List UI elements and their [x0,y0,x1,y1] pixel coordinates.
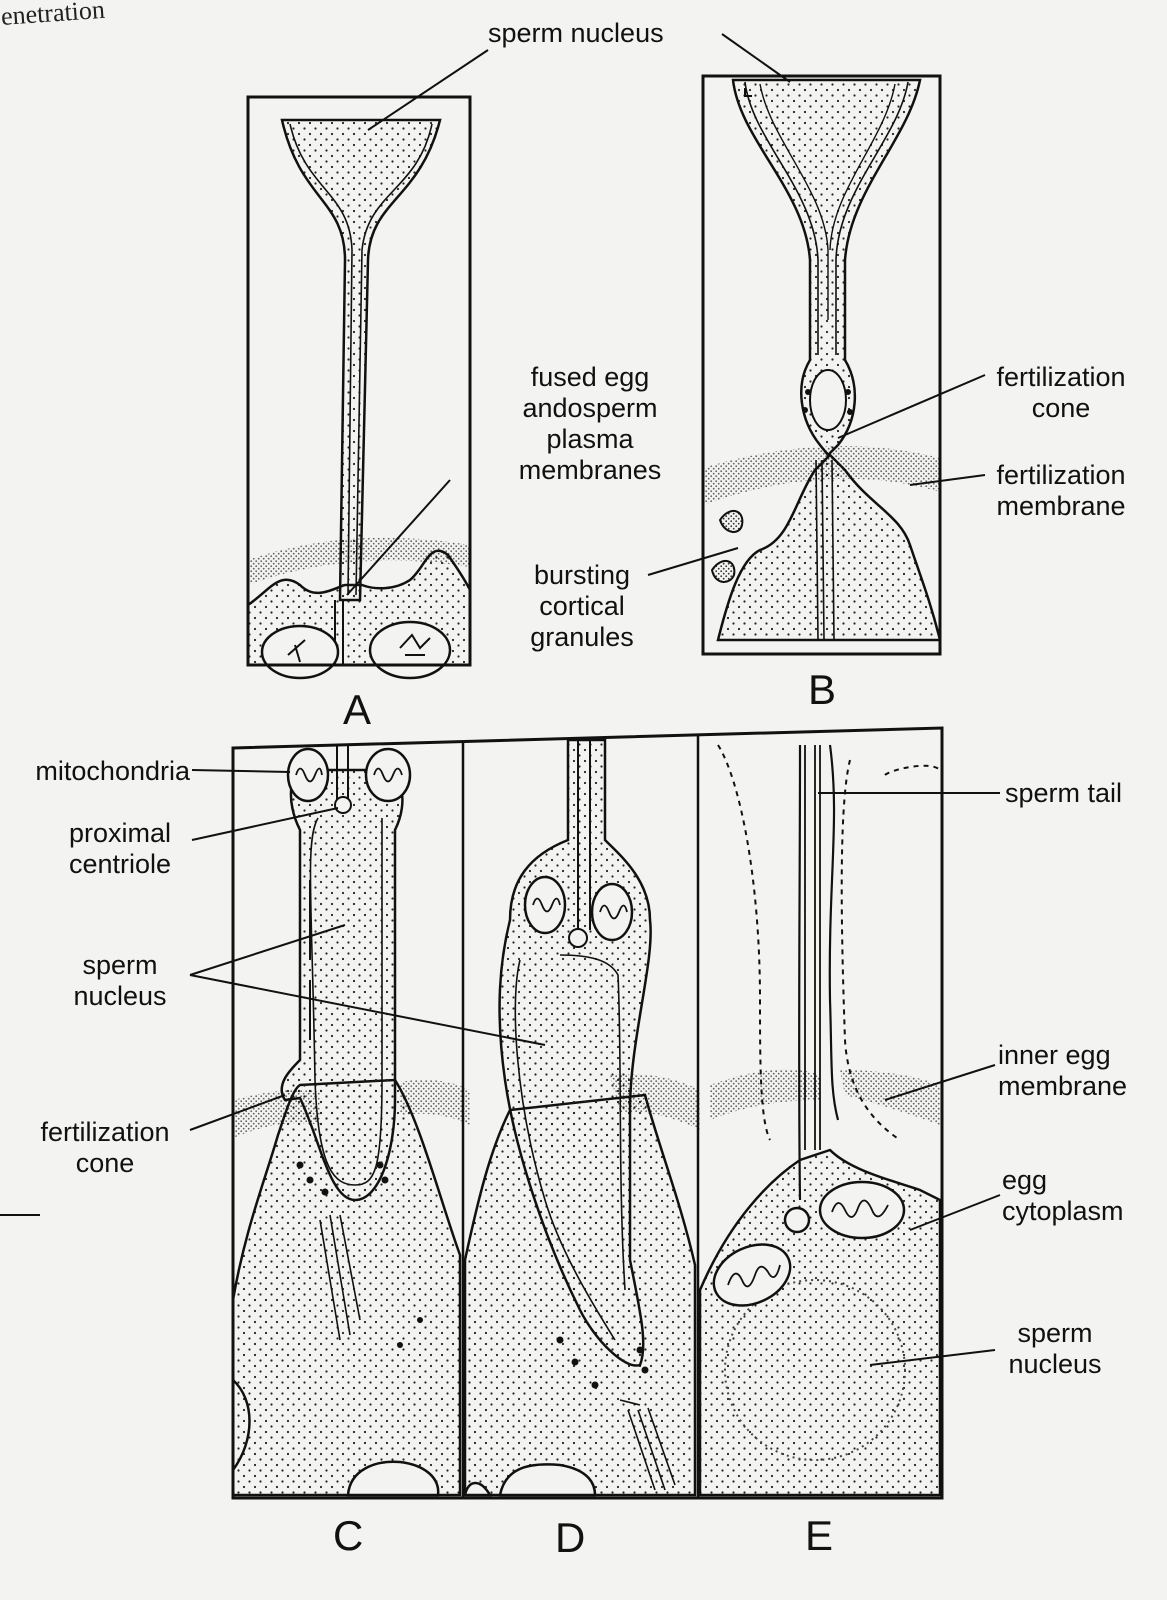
mitochondrion-d2 [592,884,632,940]
panel-letter-a: A [343,688,371,732]
cortical-granule-1 [720,511,742,532]
proximal-centriole-d [569,929,587,947]
label-sperm-nucleus-e: sperm nucleus [995,1318,1115,1380]
label-sperm-nucleus-c: sperm nucleus [55,950,185,1012]
label-inner-egg-membrane: inner egg membrane [998,1040,1127,1102]
leader-fertilization-cone-b [838,375,985,438]
mitochondrion-c2 [366,749,410,801]
cortical-granule-2 [712,561,734,582]
label-egg-cytoplasm: egg cytoplasm [1002,1165,1124,1227]
sperm-head-a [282,120,440,600]
label-mitochondria: mitochondria [0,756,190,787]
panel-b [648,34,985,654]
panel-letter-e: E [805,1514,833,1558]
proximal-centriole-c [335,797,351,813]
mitochondrion-a2 [370,622,450,678]
label-sperm-nucleus-top: sperm nucleus [488,18,664,49]
label-fertilization-membrane: fertilization membrane [986,460,1136,522]
label-fertilization-cone-b: fertilization cone [986,362,1136,424]
label-bursting-granules: bursting cortical granules [512,560,652,653]
leader-mitochondria [192,770,290,772]
proximal-centriole-e [785,1208,809,1232]
panel-letter-c: C [333,1514,363,1558]
label-fertilization-cone-c: fertilization cone [20,1117,190,1179]
mitochondrion-a1 [262,626,338,678]
panel-letter-d: D [555,1516,585,1560]
panel-letter-b: B [808,668,836,712]
mitochondrion-d1 [525,877,565,933]
label-sperm-tail: sperm tail [1005,778,1122,809]
label-proximal-centriole: proximal centriole [50,818,190,880]
panel-a [248,50,488,678]
label-fused-membranes: fused egg andosperm plasma membranes [500,362,680,486]
egg-cytoplasm-e [700,1150,940,1495]
